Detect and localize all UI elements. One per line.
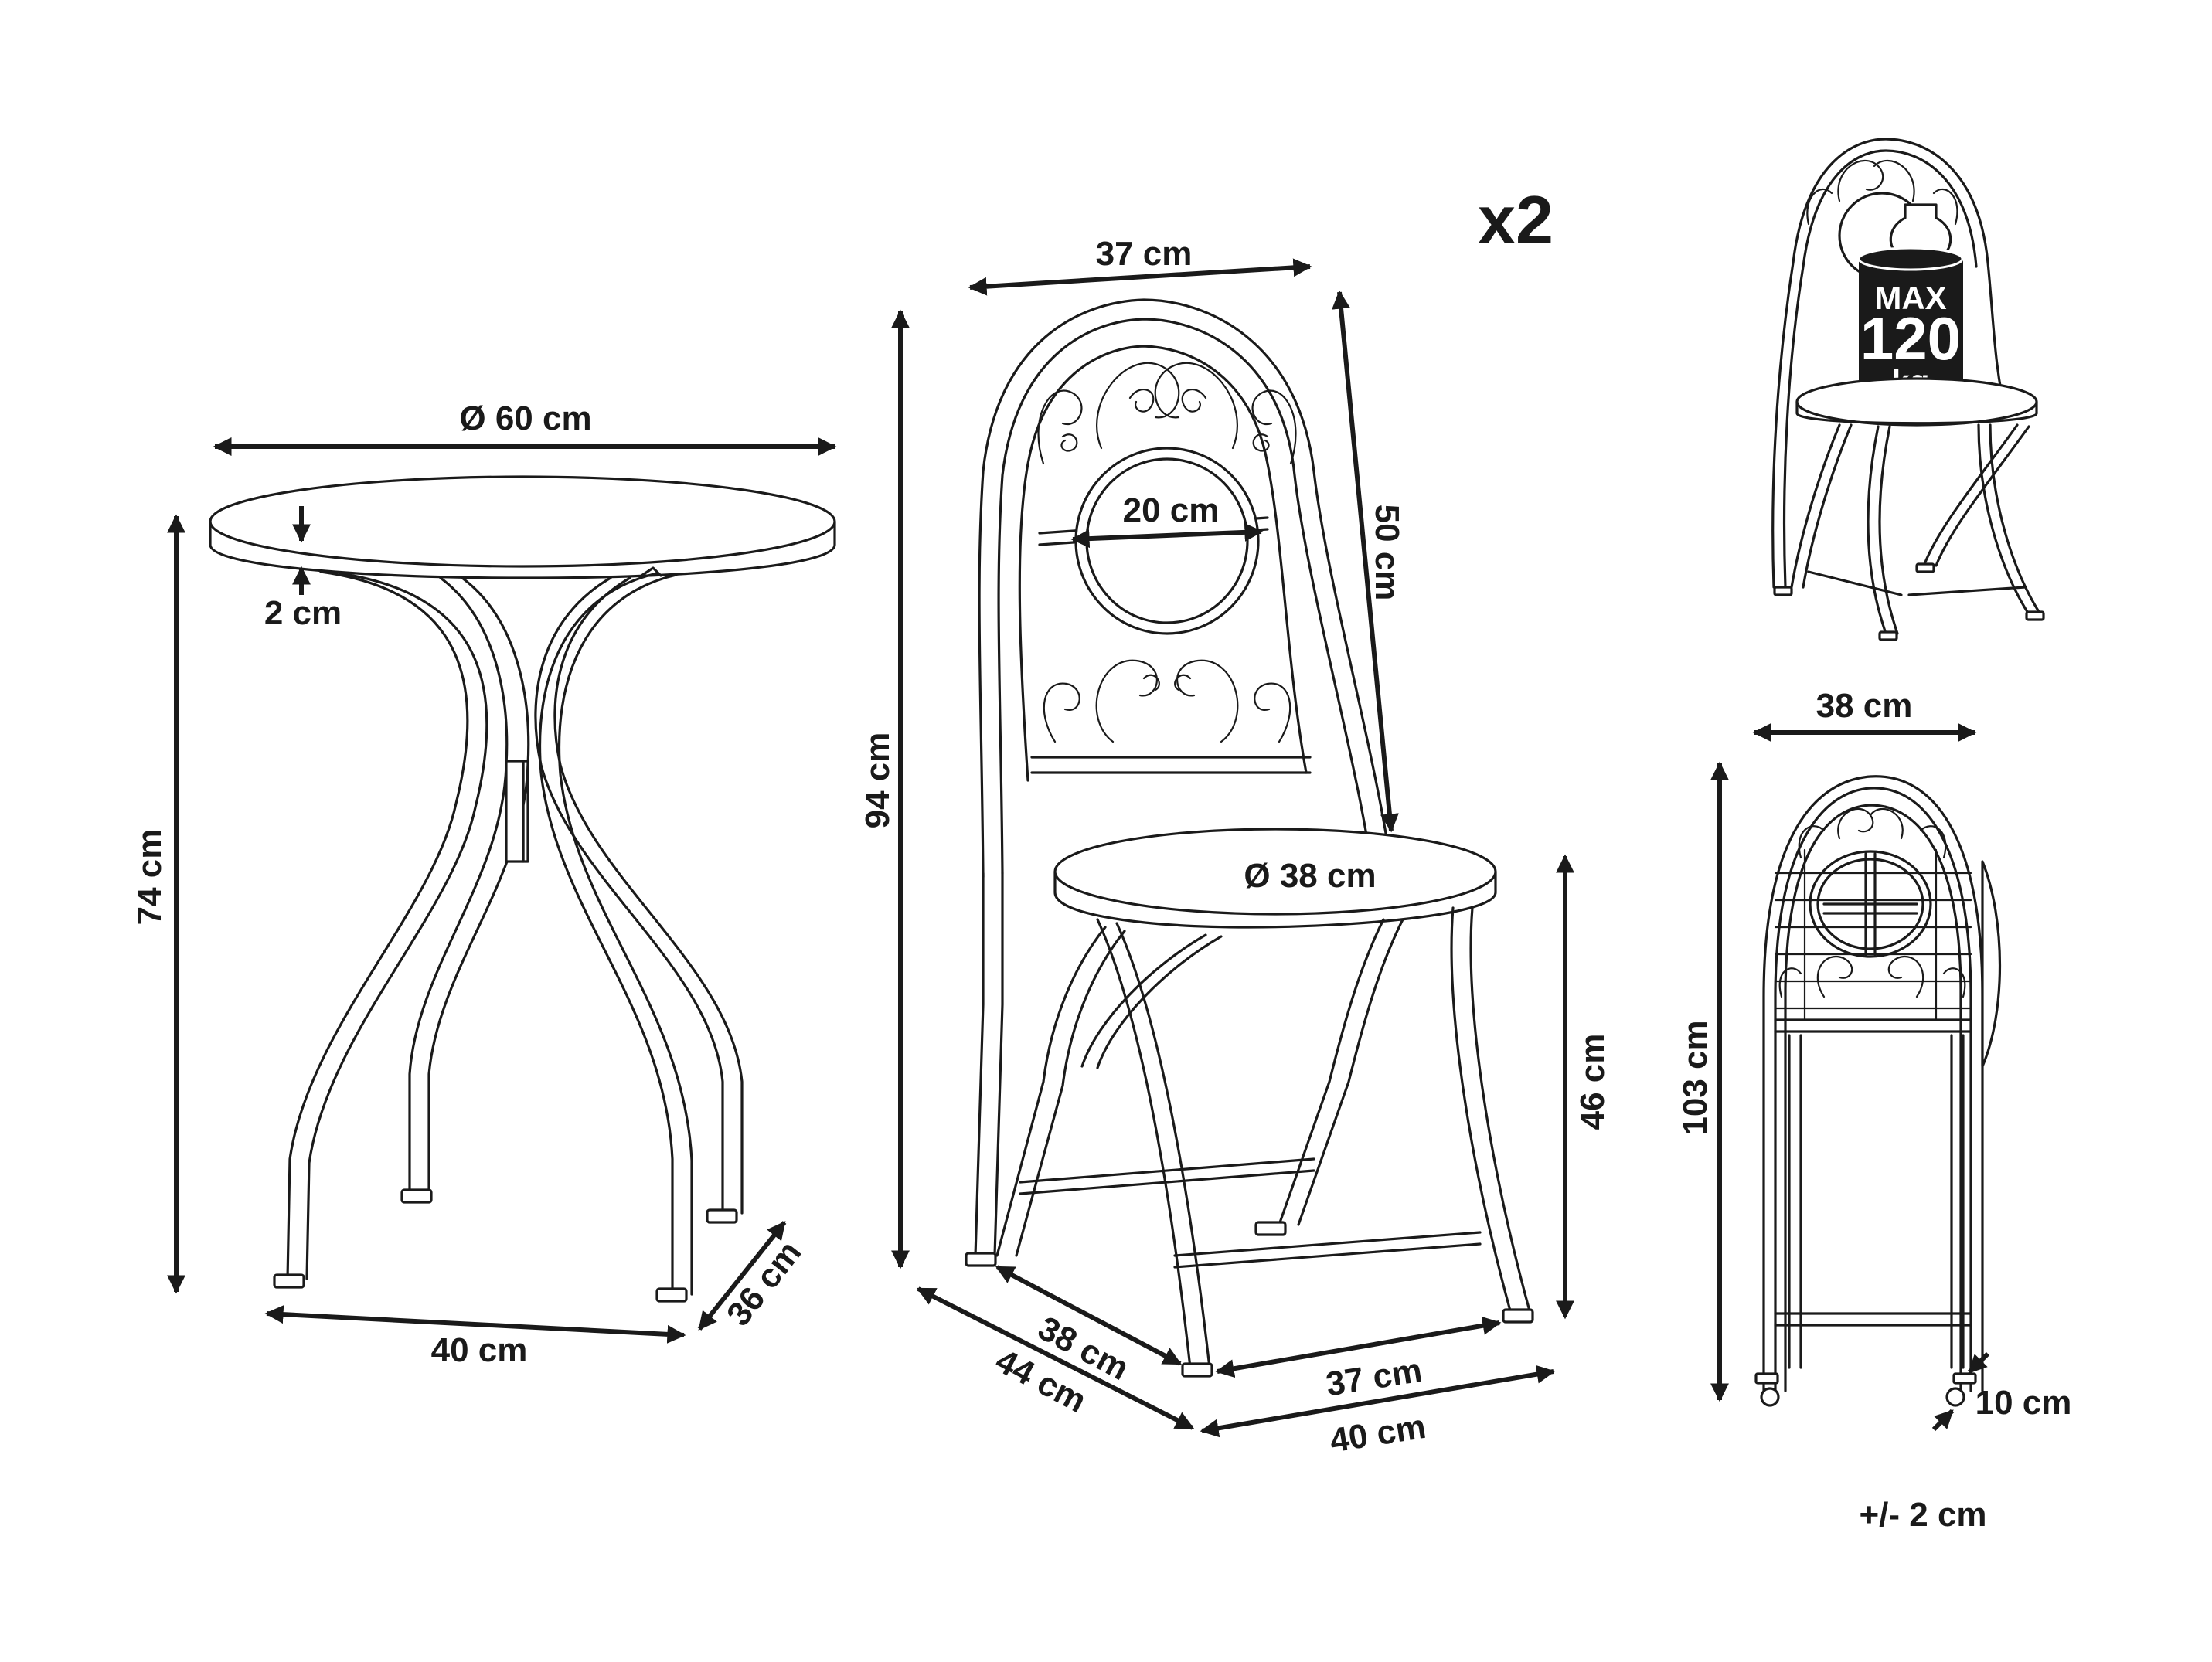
folded-chair-drawing — [1754, 775, 2002, 1407]
table-dimensions — [167, 437, 837, 1344]
table-diameter-label: Ø 60 cm — [459, 399, 591, 437]
seat-height-label: 46 cm — [1574, 1034, 1611, 1130]
folded-width-label: 38 cm — [1816, 687, 1913, 725]
folded-height-label: 103 cm — [1676, 1020, 1714, 1135]
table-drawing — [209, 475, 836, 1303]
max-load-label: MAX — [1874, 280, 1946, 316]
quantity-label: x2 — [1478, 182, 1554, 258]
chair-width-outer-label: 40 cm — [1327, 1408, 1428, 1460]
folded-depth-label: 10 cm — [1975, 1384, 2072, 1422]
table-base-width-label: 40 cm — [431, 1331, 528, 1369]
chair-height-label: 94 cm — [859, 732, 897, 829]
chair-dimensions — [891, 258, 1574, 1438]
chair-drawing — [965, 298, 1534, 1378]
backrest-height-label: 50 cm — [1368, 505, 1406, 601]
medallion-diameter-label: 20 cm — [1123, 491, 1220, 529]
folded-chair-dimensions — [1710, 723, 1990, 1432]
table-thickness-label: 2 cm — [264, 594, 342, 632]
seat-diameter-label: Ø 38 cm — [1244, 857, 1376, 895]
table-height-label: 74 cm — [131, 829, 168, 926]
max-load-illustration: MAX 120 kg — [1771, 138, 2045, 641]
backrest-width-label: 37 cm — [1096, 235, 1193, 273]
max-load-value: 120 — [1860, 304, 1961, 372]
tolerance-note: +/- 2 cm — [1859, 1496, 1986, 1534]
